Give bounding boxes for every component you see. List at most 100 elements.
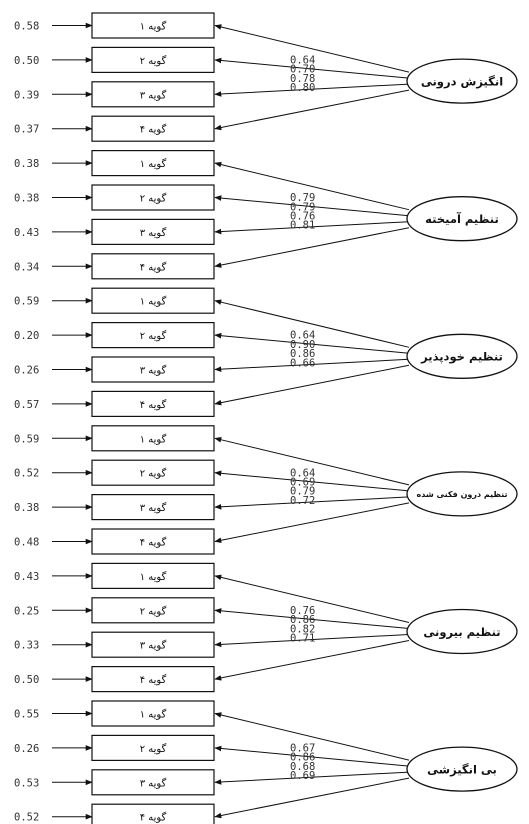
loading-label: 0.66 [290,357,315,369]
loading-arrow [214,777,410,819]
indicator-box [91,322,215,349]
error-variance-label: 0.26 [14,743,39,755]
loading-arrow [214,502,410,544]
indicator-label: گویه ۳ [140,227,167,239]
error-variance-label: 0.52 [14,812,39,824]
latent-factor-label: تنظیم آمیخته [425,212,499,226]
error-variance-label: 0.33 [14,640,39,652]
indicator-label: گویه ۴ [140,399,167,411]
loading-arrow [214,161,410,211]
error-variance-label: 0.39 [14,89,39,101]
indicator-label: گویه ۳ [140,89,167,101]
error-variance-label: 0.50 [14,674,39,686]
loading-label: 0.69 [290,477,315,489]
indicator-box [91,459,215,486]
indicator-label: گویه ۱ [140,709,167,721]
indicator-label: گویه ۳ [140,777,167,789]
loading-arrow [214,640,410,681]
indicator-label: گویه ۲ [140,605,167,617]
loading-label: 0.64 [290,55,315,67]
latent-factor-label: تنظیم درون فکنی شده [417,490,508,499]
indicator-box [91,597,215,624]
error-variance-label: 0.52 [14,468,39,480]
loading-label: 0.69 [290,770,315,782]
indicator-label: گویه ۴ [140,537,167,549]
error-variance-label: 0.43 [14,227,39,239]
loading-arrow [214,771,410,785]
indicator-label: گویه ۲ [140,330,167,342]
indicator-box [91,218,215,245]
loading-label: 0.64 [290,467,315,479]
indicator-box [91,769,215,796]
indicator-label: گویه ۲ [140,55,167,67]
latent-factor-ellipse [406,58,518,104]
loading-label: 0.68 [290,761,315,773]
loading-arrow [214,332,410,354]
loading-label: 0.71 [290,633,315,645]
loading-arrow [214,712,410,761]
indicator-label: گویه ۱ [140,21,167,33]
loading-arrow [214,358,410,372]
loading-arrow [214,83,410,97]
indicator-box [91,734,215,762]
loading-label: 0.70 [290,64,315,76]
indicator-label: گویه ۱ [140,158,167,170]
error-variance-label: 0.55 [14,709,39,721]
error-variance-label: 0.59 [14,296,39,308]
loading-label: 0.67 [290,743,315,755]
indicator-box [91,803,215,824]
error-variance-label: 0.34 [14,261,39,273]
error-variance-label: 0.57 [14,399,39,411]
error-variance-label: 0.37 [14,124,39,136]
loading-arrow [214,470,410,492]
latent-factor-label: بی انگیزشی [427,763,497,777]
latent-factor-ellipse [406,608,518,655]
latent-factor-label: انگیزش درونی [421,75,503,90]
indicator-label: گویه ۲ [140,743,167,755]
indicator-box [91,115,215,142]
loading-arrow [214,227,410,268]
indicator-box [91,631,215,658]
indicator-label: گویه ۴ [140,261,167,273]
loading-arrow [214,195,410,217]
loading-label: 0.79 [290,486,315,498]
loading-label: 0.76 [290,605,315,617]
error-variance-label: 0.25 [14,605,39,617]
indicator-box [91,81,215,108]
indicator-box [91,150,215,177]
loading-label: 0.76 [290,211,315,223]
loading-label: 0.86 [290,752,315,764]
indicator-box [91,390,215,417]
loading-label: 0.64 [290,330,315,342]
loading-arrow [214,634,410,648]
loading-arrow [214,24,410,73]
loading-label: 0.72 [290,495,315,507]
latent-factor-label: تنظیم خودپذیر [420,350,503,365]
error-variance-label: 0.26 [14,365,39,377]
indicator-box [91,700,215,727]
indicator-box [91,665,215,693]
loading-label: 0.82 [290,623,315,635]
indicator-label: گویه ۴ [140,812,167,824]
indicator-label: گویه ۳ [140,365,167,377]
indicator-box [91,46,215,74]
loading-arrow [214,221,410,235]
indicator-label: گویه ۴ [140,674,167,686]
error-variance-label: 0.58 [14,21,39,33]
error-variance-label: 0.48 [14,537,39,549]
error-variance-label: 0.38 [14,502,39,514]
indicator-box [91,253,215,280]
indicator-label: گویه ۱ [140,296,167,308]
error-variance-label: 0.38 [14,193,39,205]
error-variance-label: 0.53 [14,777,39,789]
loading-label: 0.80 [290,82,315,94]
error-variance-label: 0.38 [14,158,39,170]
indicator-box [91,494,215,521]
latent-factor-ellipse [406,196,518,242]
error-variance-label: 0.50 [14,55,39,67]
error-variance-label: 0.20 [14,330,39,342]
indicator-box [91,425,215,452]
latent-factor-ellipse [406,471,518,517]
indicator-label: گویه ۳ [140,640,167,652]
